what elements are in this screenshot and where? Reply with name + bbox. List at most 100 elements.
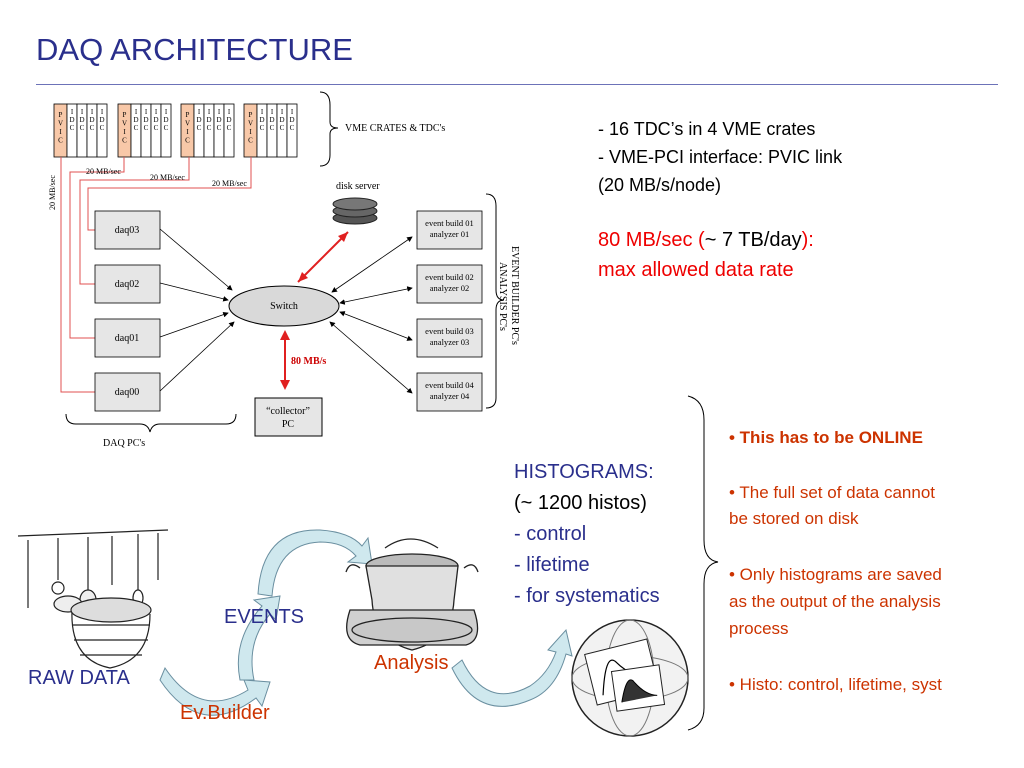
tdc-letter: D [143,116,148,124]
flow-arrow-eb-to-events [237,595,281,681]
note-max-rate-line2: max allowed data rate [598,259,794,281]
tdc-letter: D [69,116,74,124]
tdc-letter: C [100,124,105,132]
tdc-letter: C [270,124,275,132]
histograms-title: HISTOGRAMS: [514,461,654,483]
daq-pc-box [94,210,161,250]
analysis-pot-icon [345,538,479,651]
event-builder-box [416,318,483,358]
pvic-letter: I [186,128,189,136]
tdc-letter: I [281,108,284,116]
rate-suffix: ): [801,229,814,251]
pvic-letter: I [59,128,62,136]
daq-pc-label: daq01 [115,333,139,344]
event-builder-label: event build 01 [425,218,474,228]
event-builder-label: analyzer 02 [430,283,469,293]
note-node-rate: (20 MB/s/node) [598,175,722,195]
link-rate-label-1: 20 MB/sec [48,175,57,210]
tdc-letter: C [207,124,212,132]
tdc-letter: D [216,116,221,124]
pvic-letter: I [123,128,126,136]
slide-title: DAQ ARCHITECTURE [36,32,353,67]
tdc-letter: C [260,124,265,132]
switch-node [228,285,340,327]
event-builder-label: event build 03 [425,326,474,336]
tdc-letter: C [154,124,159,132]
event-builder-brace [485,193,505,409]
flow-arrow-events-to-analysis [257,529,373,597]
tdc-letter: D [133,116,138,124]
pvic-letter: C [58,137,63,145]
pvic-letter: C [122,137,127,145]
tdc-slot [286,103,298,158]
histograms-item-lifetime: - lifetime [514,554,590,576]
tdc-letter: I [81,108,84,116]
tdc-letter: C [90,124,95,132]
tdc-letter: C [227,124,232,132]
event-builder-label: event build 02 [425,272,474,282]
tdc-letter: I [261,108,264,116]
tdc-letter: D [226,116,231,124]
tdc-letter: C [80,124,85,132]
disk-server-label: disk server [336,181,380,192]
daq-pc-box [94,318,161,358]
tdc-letter: I [291,108,294,116]
note-pvic: - VME-PCI interface: PVIC link [598,147,843,167]
tdc-slot [96,103,108,158]
event-builder-label: analyzer 01 [430,229,469,239]
title-divider [36,84,998,85]
event-builder-group-label-2: ANALYSIS PC's [497,262,508,331]
tdc-letter: C [70,124,75,132]
raw-data-label: RAW DATA [28,667,130,689]
tdc-letter: C [217,124,222,132]
event-builder-label: analyzer 04 [430,391,470,401]
flow-arrow-raw-to-eb [159,666,271,716]
tdc-letter: I [135,108,138,116]
collector-pc-box [254,397,323,437]
histograms-count: (~ 1200 histos) [514,492,647,514]
pvic-letter: I [249,128,252,136]
vme-crates-label: VME CRATES & TDC's [345,123,445,134]
note-max-rate: 80 MB/sec (~ 7 TB/day): [598,229,814,252]
tdc-letter: C [164,124,169,132]
tdc-letter: C [144,124,149,132]
note-tdc: - 16 TDC’s in 4 VME crates [598,119,816,139]
tdc-letter: C [280,124,285,132]
tdc-letter: I [165,108,168,116]
tdc-letter: I [271,108,274,116]
daq-pc-box [94,372,161,412]
tdc-letter: I [218,108,221,116]
bullets-brace [687,395,719,731]
bullet-full-set-1: • The full set of data cannot [729,483,935,502]
rate-prefix: 80 MB/sec ( [598,229,705,251]
histograms-item-systematics: - for systematics [514,585,660,607]
flow-arrow-analysis-to-histos [451,628,573,707]
switch-to-builder-arrows [329,236,413,394]
tdc-letter: D [153,116,158,124]
bullet-histo-types: • Histo: control, lifetime, syst [729,675,942,694]
pvic-letter: V [248,120,253,128]
bullet-online: • This has to be ONLINE [729,428,923,447]
tdc-letter: D [163,116,168,124]
vme-crates-group: PVICIDCIDCIDCIDCPVICIDCIDCIDCIDCPVICIDCI… [53,103,298,158]
pvic-links [60,157,252,393]
pvic-letter: P [186,111,190,119]
link-rate-label-4: 20 MB/sec [212,179,247,188]
daq-pcs-brace [65,413,237,433]
event-builder-box [416,372,483,412]
tdc-letter: I [145,108,148,116]
rate-value: ~ 7 TB/day [704,229,802,251]
link-rate-label-3: 20 MB/sec [150,173,185,182]
pvic-letter: V [58,120,63,128]
tdc-letter: D [269,116,274,124]
histograms-item-control: - control [514,523,587,545]
collector-label-1: “collector” [266,406,310,417]
pvic-letter: P [59,111,63,119]
daq-to-switch-arrows [159,228,235,392]
